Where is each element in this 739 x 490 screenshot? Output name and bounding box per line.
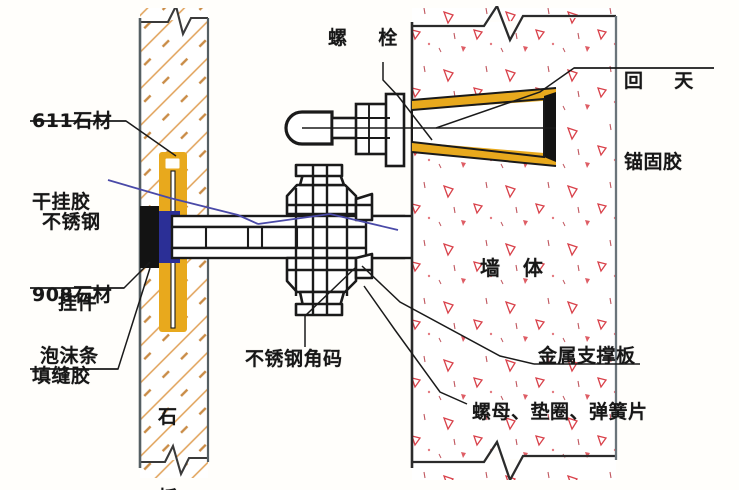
leader-support-plate bbox=[361, 265, 535, 365]
wall-break-line-top bbox=[412, 3, 616, 43]
concrete-wall-group bbox=[410, 0, 620, 490]
label-stone-dry-hang-glue: 611石材 干挂胶 bbox=[32, 54, 112, 270]
label-line: 石 bbox=[158, 406, 178, 428]
leader-bolt bbox=[382, 62, 433, 141]
anchor-hole-end bbox=[544, 92, 556, 162]
nut-washer-spring-stack bbox=[285, 163, 374, 317]
adhesive-notch bbox=[164, 157, 181, 170]
label-bolt: 螺 栓 bbox=[328, 27, 404, 49]
label-line: 回 天 bbox=[624, 70, 700, 92]
label-wall-body: 墙 体 bbox=[480, 256, 546, 280]
label-stainless-angle-code: 不锈钢角码 bbox=[245, 348, 343, 370]
lower-nut bbox=[285, 256, 358, 294]
label-line: 填缝胶 bbox=[32, 365, 91, 387]
label-stainless-hanger: 不锈钢 挂件 bbox=[42, 155, 101, 371]
upper-spring-washer bbox=[294, 163, 344, 178]
label-anchor-glue: 回 天 锚固胶 bbox=[624, 14, 699, 230]
label-metal-support-plate: 金属支撑板 bbox=[538, 345, 636, 367]
label-line: 挂件 bbox=[58, 292, 98, 314]
label-line: 锚固胶 bbox=[624, 151, 683, 173]
anchor-glue-bottom bbox=[412, 142, 556, 166]
label-nut-washer-spring: 螺母、垫圈、弹簧片 bbox=[472, 401, 648, 423]
label-line: 不锈钢 bbox=[42, 211, 101, 233]
vertical-bolt-shank bbox=[287, 164, 372, 316]
anchor-bolt-body-outline bbox=[411, 97, 545, 159]
leader-stainless-hanger bbox=[107, 179, 259, 225]
anchor-hole-group bbox=[411, 87, 557, 167]
slab-break-line-bottom bbox=[140, 443, 208, 477]
concrete-fill bbox=[412, 8, 616, 482]
label-stone-sealant: 908石材 填缝胶 bbox=[32, 228, 112, 444]
anchor-glue-top bbox=[412, 88, 556, 110]
label-stone-slab: 石 板 bbox=[158, 350, 186, 490]
label-underlines bbox=[30, 67, 714, 370]
label-line: 干挂胶 bbox=[32, 191, 91, 213]
lower-spring-washer bbox=[294, 302, 344, 317]
upper-right-washer bbox=[354, 192, 374, 222]
bolt-hex-nut bbox=[354, 102, 392, 156]
label-line: 611石材 bbox=[32, 110, 113, 132]
leader-stainless-hanger-ext bbox=[257, 213, 399, 231]
steel-angle-assembly bbox=[170, 214, 416, 260]
upper-nut bbox=[285, 183, 358, 216]
lower-right-washer bbox=[354, 252, 374, 280]
horizontal-bolt-group bbox=[284, 92, 556, 168]
leader-angle-code bbox=[304, 267, 356, 347]
label-foam-strip: 泡沫条 bbox=[40, 345, 99, 367]
leader-nut-washer bbox=[363, 285, 468, 405]
label-line: 908石材 bbox=[32, 284, 113, 306]
foam-strip-block bbox=[140, 206, 159, 268]
wall-break-line-bottom bbox=[412, 439, 616, 483]
slab-break-line-top bbox=[140, 2, 208, 38]
bolt-flange-washer bbox=[384, 92, 406, 168]
label-line: 板 bbox=[158, 485, 186, 490]
